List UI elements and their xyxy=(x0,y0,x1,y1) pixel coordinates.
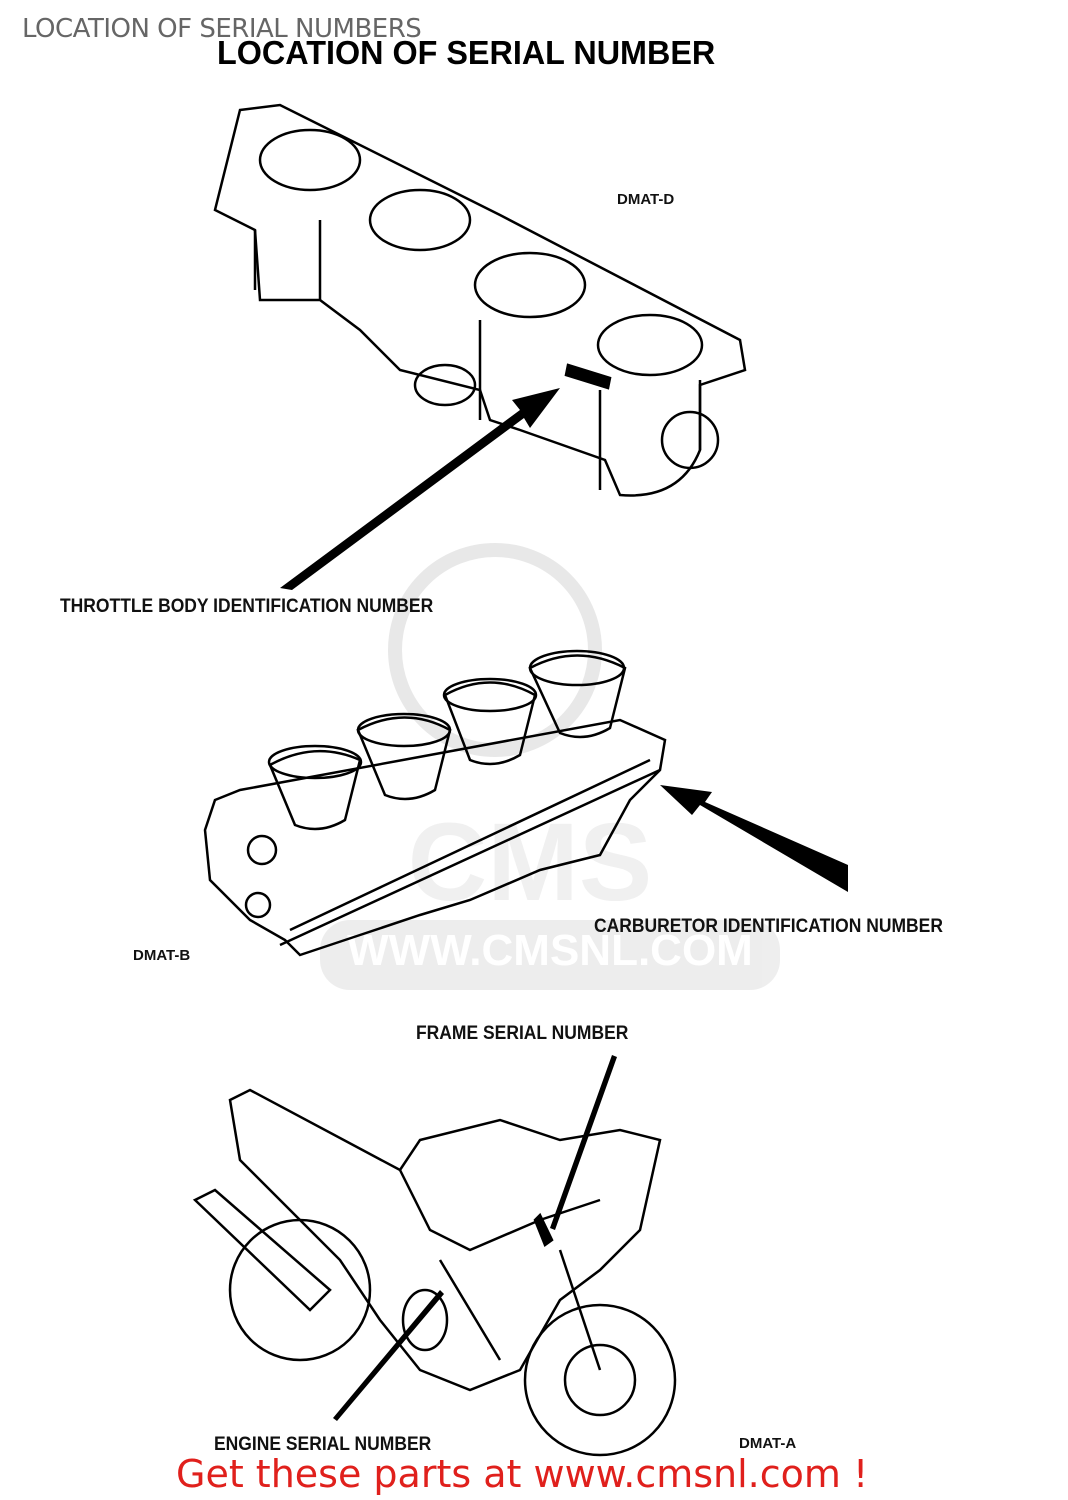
watermark-logo: WWW.CMSNL.COM CMS xyxy=(320,543,780,990)
frame-serial-label: FRAME SERIAL NUMBER xyxy=(416,1023,629,1044)
frame-arrow xyxy=(550,1055,617,1230)
motorcycle-code: DMAT-A xyxy=(739,1435,797,1452)
throttle-body-arrow xyxy=(280,388,560,590)
watermark-text: WWW.CMSNL.COM xyxy=(347,926,753,975)
engine-serial-label: ENGINE SERIAL NUMBER xyxy=(214,1434,432,1455)
svg-text:CMS: CMS xyxy=(408,801,652,924)
page-title: LOCATION OF SERIAL NUMBERS xyxy=(22,14,422,44)
motorcycle-drawing xyxy=(192,1088,677,1457)
throttle-body-drawing xyxy=(213,103,747,497)
throttle-body-code: DMAT-D xyxy=(617,191,675,208)
footer-link[interactable]: Get these parts at www.cmsnl.com ! xyxy=(176,1452,869,1496)
carburetor-arrow xyxy=(660,785,848,892)
carburetor-label: CARBURETOR IDENTIFICATION NUMBER xyxy=(594,916,943,937)
throttle-body-label: THROTTLE BODY IDENTIFICATION NUMBER xyxy=(60,596,434,617)
diagram-title: LOCATION OF SERIAL NUMBER xyxy=(217,34,716,71)
engine-arrow xyxy=(333,1290,444,1421)
carburetor-code: DMAT-B xyxy=(133,947,191,964)
carburetor-drawing xyxy=(203,649,667,957)
